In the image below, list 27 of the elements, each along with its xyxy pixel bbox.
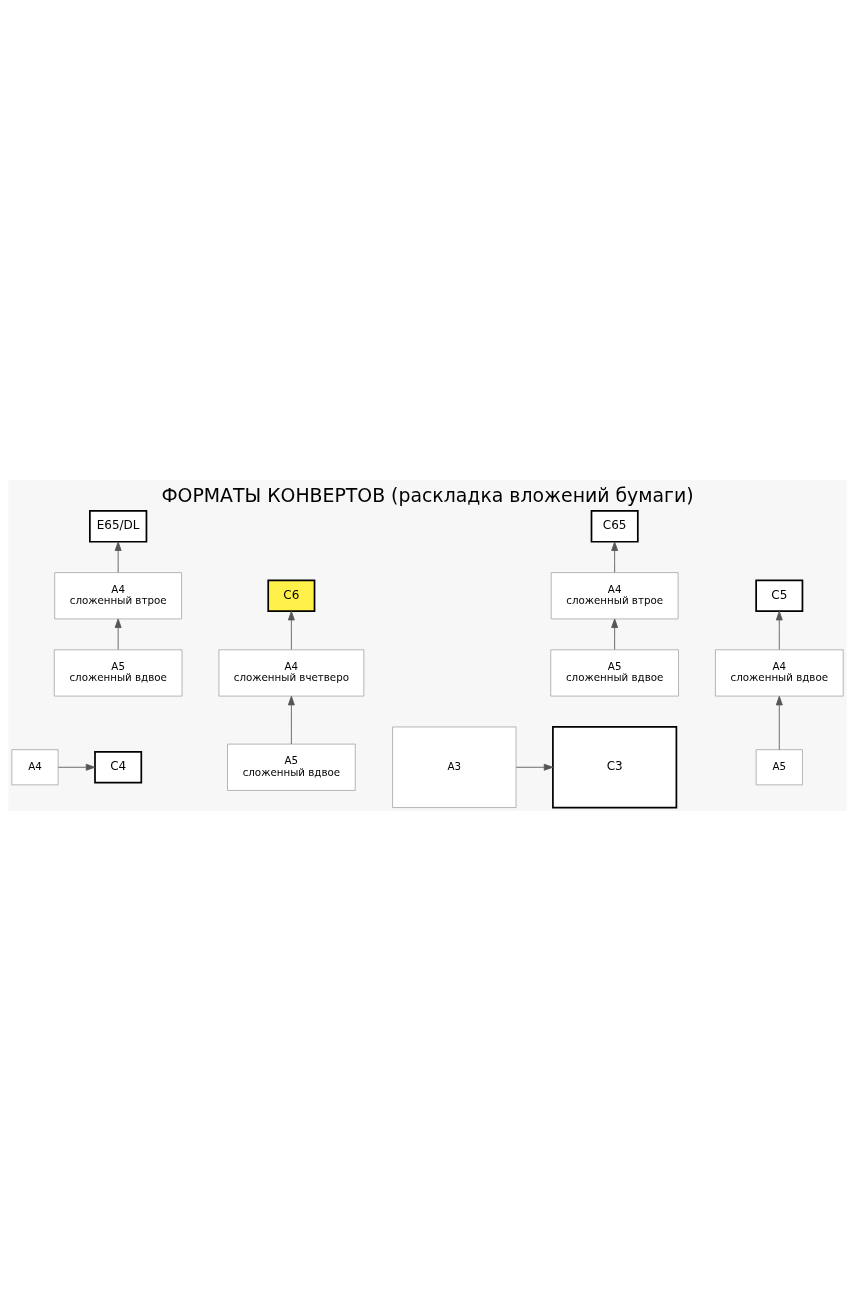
arrow (287, 610, 295, 650)
node-box: E65/DL (89, 509, 148, 543)
node-box: A5 (755, 748, 803, 785)
node-box: C6 (267, 578, 316, 612)
arrow (287, 695, 295, 744)
arrow (57, 763, 96, 771)
node-box: A5 сложенный вдвое (227, 743, 356, 791)
node-box: C4 (94, 750, 143, 784)
arrow (775, 610, 783, 650)
arrow (611, 541, 619, 573)
node-box: C65 (590, 509, 639, 543)
arrow (114, 541, 122, 573)
node-box: A3 (392, 726, 517, 808)
arrow (775, 695, 783, 750)
node-box: A4 сложенный вдвое (715, 648, 844, 696)
arrow (611, 618, 619, 650)
arrow (114, 618, 122, 650)
node-box: A4 сложенный втрое (550, 571, 679, 619)
node-box: A5 сложенный вдвое (53, 648, 183, 696)
diagram-title: ФОРМАТЫ КОНВЕРТОВ (раскладка вложений бумаги) (161, 483, 694, 506)
node-box: A4 сложенный вчетверо (218, 648, 365, 696)
node-box: A4 (11, 748, 59, 785)
node-box: A5 сложенный вдвое (550, 648, 679, 696)
node-box: C5 (755, 578, 804, 612)
node-box: A4 сложенный втрое (54, 571, 183, 619)
arrow (515, 763, 554, 771)
node-box: C3 (552, 725, 678, 808)
